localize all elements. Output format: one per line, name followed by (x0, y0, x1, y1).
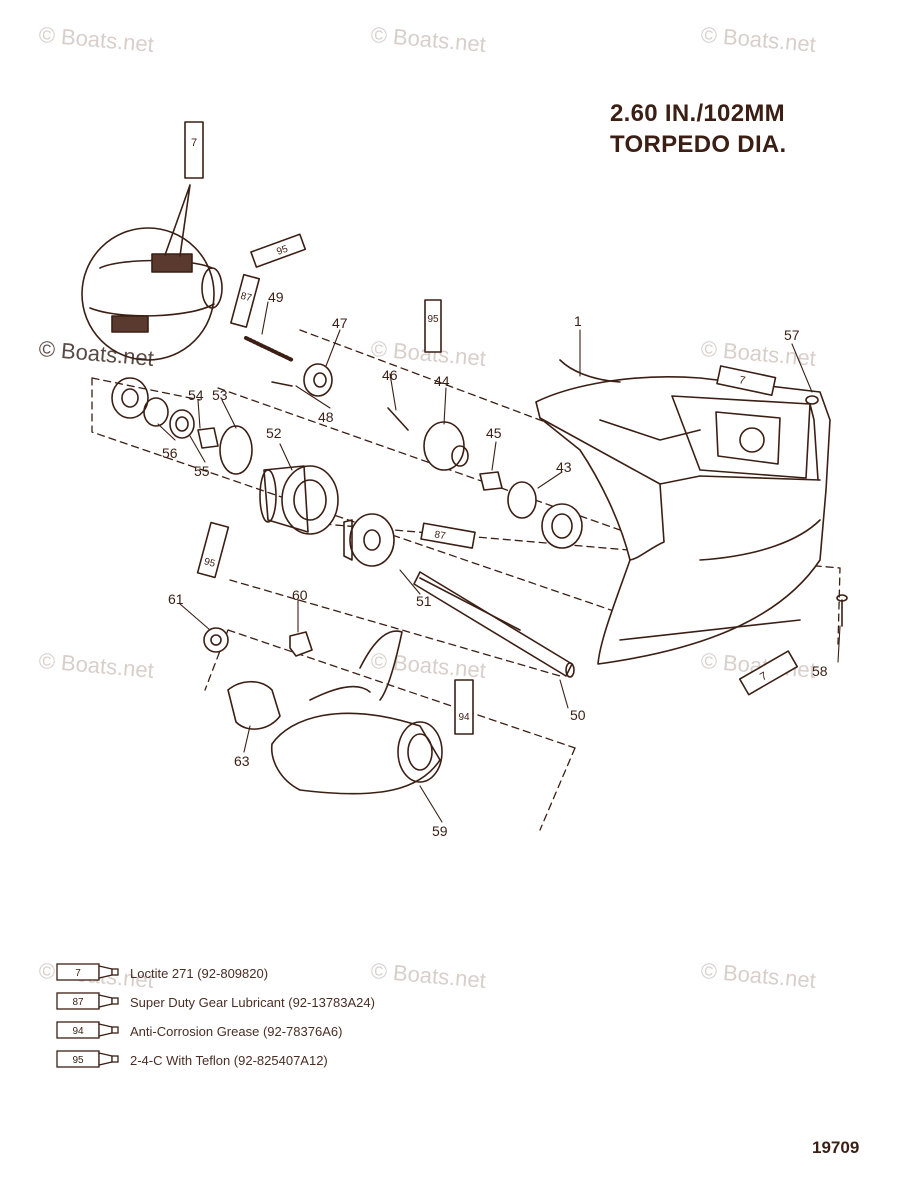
legend-code: 87 (72, 997, 84, 1008)
forward-gear-part-44 (423, 421, 469, 471)
legend-code: 7 (75, 968, 81, 979)
tube-label: 7 (758, 670, 769, 683)
sleeve-part-54 (197, 427, 219, 449)
callout-49: 49 (268, 289, 284, 305)
callout-47: 47 (332, 315, 348, 331)
tube-icon-95-mid: 95 (424, 299, 442, 353)
legend-item: 95 2-4-C With Teflon (92-825407A12) (56, 1049, 556, 1078)
callout-58: 58 (812, 663, 828, 679)
tube-icon-94: 94 (454, 679, 474, 735)
tube-label: 87 (433, 529, 446, 542)
tube-icon: 7 (56, 963, 119, 981)
callout-numbers: 1 43 44 45 46 47 48 49 50 51 52 53 54 55… (162, 289, 828, 839)
legend-item: 94 Anti-Corrosion Grease (92-78376A6) (56, 1020, 556, 1049)
title-line-2: TORPEDO DIA. (610, 131, 787, 158)
tube-icon-7-top: 7 (184, 121, 204, 179)
tube-label: 7 (191, 137, 197, 149)
screw-part-58 (836, 594, 848, 627)
locknut-part-61 (203, 627, 229, 653)
callout-1: 1 (574, 313, 582, 329)
leader-lines (157, 301, 841, 823)
tube-label: 95 (203, 556, 217, 570)
callout-44: 44 (434, 373, 450, 389)
tube-label: 87 (239, 291, 253, 305)
nut-part-60 (289, 631, 313, 657)
pin-part-48 (271, 381, 293, 387)
title-line-1: 2.60 IN./102MM (610, 100, 785, 127)
callout-46: 46 (382, 367, 398, 383)
o-ring-part-53 (219, 425, 253, 475)
spring-part-49 (244, 336, 294, 362)
tube-icon: 94 (56, 1021, 119, 1039)
callout-51: 51 (416, 593, 432, 609)
callout-61: 61 (168, 591, 184, 607)
tube-icon: 87 (56, 992, 119, 1010)
bearing-carrier-part-52 (259, 465, 339, 535)
propeller-shaft-part-50 (413, 571, 575, 678)
legend-text: Anti-Corrosion Grease (92-78376A6) (130, 1024, 343, 1039)
tube-label: 94 (458, 712, 470, 723)
washer-part-56 (111, 377, 169, 427)
document-number: 19709 (812, 1138, 860, 1157)
tube-label: 7 (738, 374, 746, 387)
callout-50: 50 (570, 707, 586, 723)
legend-text: 2-4-C With Teflon (92-825407A12) (130, 1053, 328, 1068)
legend-code: 94 (72, 1026, 84, 1037)
callout-52: 52 (266, 425, 282, 441)
detail-inset (81, 184, 223, 361)
legend-text: Loctite 271 (92-809820) (130, 966, 269, 981)
screw-part-57 (805, 395, 819, 481)
legend-code: 95 (72, 1055, 84, 1066)
callout-57: 57 (784, 327, 800, 343)
callout-53: 53 (212, 387, 228, 403)
clutch-part-47 (303, 363, 333, 397)
legend-item: 7 Loctite 271 (92-809820) (56, 962, 556, 991)
pin-part-46 (387, 407, 409, 431)
callout-63: 63 (234, 753, 250, 769)
gear-housing-part-1 (535, 359, 831, 665)
diagram-title: 2.60 IN./102MM TORPEDO DIA. (610, 98, 870, 160)
tube-label: 95 (427, 314, 439, 325)
callout-45: 45 (486, 425, 502, 441)
propeller-part-59 (271, 630, 443, 795)
callout-56: 56 (162, 445, 178, 461)
tube-icon-87-left: 87 (230, 273, 261, 328)
tube-icon: 95 (56, 1050, 119, 1068)
tube-icon-95-lower: 95 (196, 521, 230, 579)
bearing-part-45 (479, 471, 503, 491)
callout-43: 43 (556, 459, 572, 475)
cone-part-63 (227, 680, 281, 730)
tube-icon-95-top: 95 (250, 233, 307, 268)
callout-55: 55 (194, 463, 210, 479)
pinion-gear-part-43 (507, 481, 583, 549)
tube-icon-87-mid: 87 (420, 522, 476, 549)
lubricant-legend: 7 Loctite 271 (92-809820) 87 Super Duty … (56, 962, 556, 1078)
callout-60: 60 (292, 587, 308, 603)
reverse-gear-part-51 (343, 513, 395, 567)
callout-59: 59 (432, 823, 448, 839)
callout-54: 54 (188, 387, 204, 403)
seal-part-55 (169, 409, 195, 439)
tube-label: 95 (275, 244, 290, 258)
legend-item: 87 Super Duty Gear Lubricant (92-13783A2… (56, 991, 556, 1020)
callout-48: 48 (318, 409, 334, 425)
tube-icon-7-right: 7 (716, 365, 777, 397)
legend-text: Super Duty Gear Lubricant (92-13783A24) (130, 995, 375, 1010)
tube-icon-7-lower-right: 7 (738, 650, 799, 696)
